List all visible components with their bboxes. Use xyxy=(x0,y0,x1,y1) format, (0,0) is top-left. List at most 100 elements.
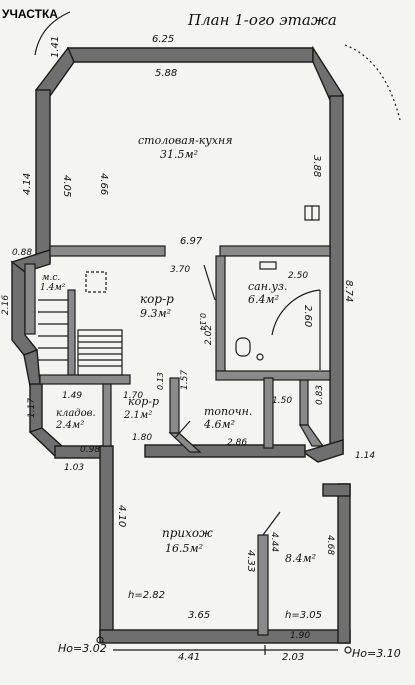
dim-right-outer: 8.74 xyxy=(343,280,354,302)
dim-bath-small: 0.14 xyxy=(198,313,207,331)
room-area: 9.3м² xyxy=(140,307,171,320)
wall-stair-left xyxy=(24,263,36,335)
dim-garage-bottom: 1.90 xyxy=(290,631,310,641)
wall-hall-left xyxy=(99,445,114,643)
dim-hall-inner-2: 4.44 xyxy=(269,532,279,552)
room-area: 1.4м² xyxy=(40,283,66,293)
level-markers xyxy=(96,636,352,654)
wall-stair-bottom xyxy=(39,374,131,385)
wall-left-upper xyxy=(35,89,51,263)
wall-garage-top xyxy=(322,483,351,497)
door-swing-boiler xyxy=(174,420,191,439)
plan-title: План 1-ого этажа xyxy=(187,11,337,29)
wall-storage-right xyxy=(102,383,112,447)
dim-corner-right: 1.14 xyxy=(355,451,375,461)
dim-corr-side: 1.57 xyxy=(180,370,190,390)
wall-bathroom-left xyxy=(215,255,226,372)
dim-hall-bottom: 3.65 xyxy=(188,610,210,621)
room-garage: 8.4м² xyxy=(285,552,316,565)
dim-boiler-bottom: 2.86 xyxy=(227,438,247,448)
level-left: Ho=3.02 xyxy=(58,642,107,655)
door-swing-bath xyxy=(203,264,216,301)
wall-garage-right xyxy=(337,483,351,644)
dim-stor-top-b: 1.70 xyxy=(123,391,143,401)
dim-bath-side: 2.60 xyxy=(302,305,313,327)
room-name: кор-р xyxy=(128,395,159,408)
room-name: кор-р xyxy=(140,292,174,306)
room-name: прихож xyxy=(162,526,213,540)
room-boiler: топочн. 4.6м² xyxy=(203,405,252,431)
dim-bath-left: 2.02 xyxy=(204,325,214,345)
dim-dining-depth: 4.66 xyxy=(98,173,109,195)
room-area: 16.5м² xyxy=(165,542,203,555)
room-area: 31.5м² xyxy=(160,148,198,161)
wall-bottom xyxy=(99,629,351,644)
room-bathroom: сан.уз. 6.4м² xyxy=(248,280,287,306)
wall-right-room xyxy=(299,379,309,426)
room-name: столовая-кухня xyxy=(138,134,232,147)
room-area: 4.6м² xyxy=(203,418,235,431)
dim-bath-top: 2.50 xyxy=(288,271,308,281)
wall-stair-divider xyxy=(67,289,76,376)
dimension-lines xyxy=(113,645,338,655)
dim-stor-side: 1.17 xyxy=(27,398,37,418)
dim-hall-side: 4.10 xyxy=(116,505,127,527)
wall-dining-partition-left xyxy=(49,245,166,257)
bathroom-fixtures xyxy=(235,261,321,370)
dim-bottom-right: 2.03 xyxy=(282,652,304,663)
dim-corr-small: 0.13 xyxy=(156,372,165,390)
dim-corner-left: 1.41 xyxy=(50,36,61,58)
wall-boiler-chamfer xyxy=(168,432,202,453)
dim-boiler-top-right: 1.50 xyxy=(272,396,292,406)
dim-partition-gap: 3.70 xyxy=(170,265,190,275)
dim-garage-height: h=3.05 xyxy=(285,610,322,621)
dim-stor-top-a: 1.49 xyxy=(62,391,82,401)
room-area: 2.1м² xyxy=(123,410,152,421)
dimensions: 6.25 5.88 1.41 4.14 4.05 4.66 3.88 8.74 … xyxy=(1,34,401,663)
dim-left-inner: 4.05 xyxy=(61,175,72,197)
staircase xyxy=(38,271,123,376)
boundary-curve xyxy=(34,11,71,56)
room-area: 6.4м² xyxy=(248,293,279,306)
room-dining: столовая-кухня 31.5м² xyxy=(138,134,232,161)
wall-boiler-right xyxy=(263,377,274,449)
wall-chamfer-right-lower xyxy=(301,439,344,463)
sink-fixture xyxy=(304,205,320,221)
room-area: 8.4м² xyxy=(285,552,316,565)
wall-right-room-chamfer xyxy=(298,424,325,447)
wall-hall-garage xyxy=(257,534,269,636)
room-storage: кладов. 2.4м² xyxy=(55,408,96,431)
wall-right xyxy=(329,95,344,455)
wall-corridor-right xyxy=(169,377,180,434)
dim-bottom-left: 4.41 xyxy=(178,652,200,663)
dim-hall-inner: 4.33 xyxy=(245,550,256,572)
room-name: м.с. xyxy=(42,273,60,283)
dim-top-outer: 6.25 xyxy=(152,34,174,45)
dim-left-outer: 4.14 xyxy=(22,173,33,195)
room-stair-note: м.с. 1.4м² xyxy=(40,273,66,293)
room-corridor: кор-р 9.3м² xyxy=(140,292,174,320)
dim-hall-height: h=2.82 xyxy=(128,590,165,601)
room-area: 2.4м² xyxy=(55,420,84,431)
dim-hall-top-left: 1.03 xyxy=(64,463,84,473)
dim-garage-side: 4.68 xyxy=(325,535,335,555)
dim-partition-width: 6.97 xyxy=(180,236,203,247)
room-name: сан.уз. xyxy=(248,280,287,293)
dim-top-inner: 5.88 xyxy=(155,68,177,79)
dim-hall-top: 1.80 xyxy=(132,433,152,443)
dim-stor-bottom: 0.98 xyxy=(80,445,100,455)
room-corridor-small: кор-р 2.1м² xyxy=(123,395,159,421)
wall-dining-partition-right xyxy=(219,245,331,257)
room-hall: прихож 16.5м² xyxy=(162,526,213,555)
room-name: кладов. xyxy=(56,408,96,419)
level-right: Ho=3.10 xyxy=(352,647,401,660)
wall-middle-bottom xyxy=(144,444,306,458)
corner-label: УЧАСТКА xyxy=(2,7,58,21)
dim-right-inner: 3.88 xyxy=(311,155,322,177)
wall-top xyxy=(66,47,314,63)
dim-left-side: 2.16 xyxy=(1,295,11,315)
dim-left-step: 0.88 xyxy=(12,248,32,258)
door-swing-hall xyxy=(262,511,281,536)
room-name: топочн. xyxy=(204,405,252,418)
